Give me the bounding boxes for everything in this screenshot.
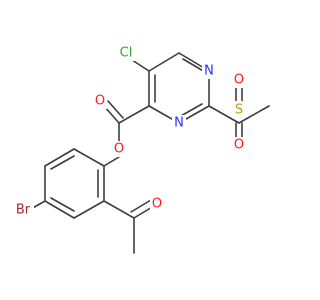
bond	[44, 200, 75, 219]
atom-label-o-ketone: O	[152, 197, 162, 212]
atom-label-o-ester: O	[114, 142, 124, 157]
bond	[178, 103, 203, 118]
bond	[103, 156, 120, 167]
label-background	[232, 101, 246, 117]
nitrogen-atom-1: N	[202, 63, 216, 79]
atom-label-s: S	[235, 103, 243, 118]
ketone-oxygen: O	[150, 196, 164, 212]
label-background	[112, 141, 126, 157]
label-background	[12, 202, 34, 218]
ester-oxygen: O	[112, 141, 126, 157]
bond	[73, 148, 105, 167]
atom-label-o-carbonyl: O	[95, 94, 105, 109]
label-background	[150, 196, 164, 212]
atom-label-n1: N	[204, 64, 214, 79]
bond	[73, 200, 105, 219]
bond	[182, 58, 206, 73]
bond	[148, 52, 180, 72]
atom-label-cl: Cl	[120, 46, 133, 61]
atom-label-layer: Cl N N O O S O O	[12, 45, 246, 218]
bond	[50, 197, 75, 212]
atom-label-n2: N	[174, 116, 184, 131]
carbonyl-oxygen: O	[93, 93, 107, 109]
atom-label-o-sulfonyl-bottom: O	[234, 138, 244, 153]
sulfonyl-oxygen-top: O	[232, 72, 246, 88]
label-background	[116, 45, 136, 61]
label-background	[232, 72, 246, 88]
bond	[50, 155, 75, 170]
bond	[118, 105, 150, 124]
bond	[130, 199, 152, 213]
molecule-structure-diagram: Cl N N O O S O O	[12, 45, 270, 254]
bond	[103, 200, 135, 219]
bond	[107, 100, 124, 119]
atom-label-br: Br	[16, 203, 31, 218]
chlorine-atom: Cl	[116, 45, 136, 61]
atom-label-o-sulfonyl-top: O	[234, 73, 244, 88]
label-background	[232, 137, 246, 153]
sulfur-atom: S	[232, 101, 246, 118]
sulfonyl-oxygen-bottom: O	[232, 137, 246, 153]
label-background	[93, 93, 107, 109]
label-background	[202, 63, 216, 79]
bromine-atom: Br	[12, 202, 34, 218]
bond	[131, 59, 150, 72]
bond	[208, 105, 240, 124]
bond	[238, 105, 270, 124]
bond	[44, 148, 75, 167]
label-background	[172, 115, 186, 131]
nitrogen-atom-2: N	[172, 115, 186, 131]
